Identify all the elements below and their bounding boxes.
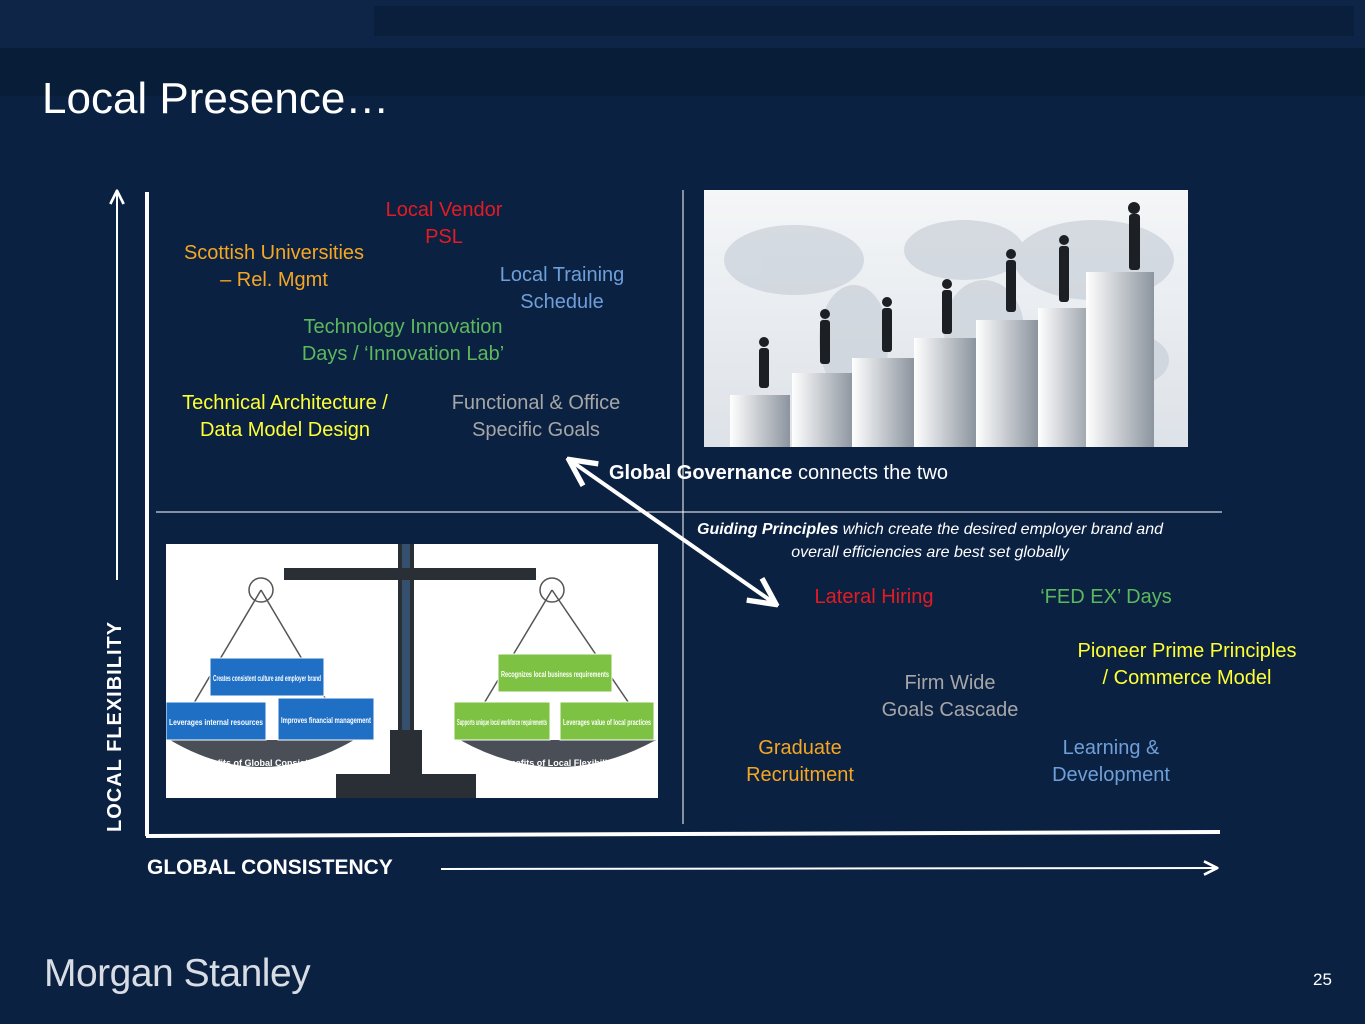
technical-architecture-label: Technical Architecture / Data Model Desi… xyxy=(182,392,388,441)
x-axis-line xyxy=(145,830,1221,838)
scottish-universities-label: Scottish Universities – Rel. Mgmt xyxy=(183,242,365,291)
local-box-3-text: Leverages value of local practices xyxy=(563,718,651,727)
governance-arrow xyxy=(571,461,774,603)
global-box-2-text: Leverages internal resources xyxy=(169,718,263,727)
morgan-stanley-logo: Morgan Stanley xyxy=(44,952,311,995)
header-band xyxy=(0,48,1365,96)
page-number: 25 xyxy=(1313,970,1332,989)
local-training-label: Local Training Schedule xyxy=(499,264,625,313)
slide-title: Local Presence… xyxy=(42,74,390,123)
functional-goals-label: Functional & Office Specific Goals xyxy=(451,392,621,441)
pioneer-prime-label: Pioneer Prime Principles / Commerce Mode… xyxy=(1077,640,1297,689)
technology-innovation-label: Technology Innovation Days / ‘Innovation… xyxy=(301,316,505,365)
staircase-illustration xyxy=(724,202,1174,447)
local-box-2-text: Supports unique local workforce requirem… xyxy=(457,718,547,727)
fedex-days-label: ‘FED EX’ Days xyxy=(1040,586,1172,608)
learning-development-label: Learning & Development xyxy=(1052,737,1170,786)
staircase-photo xyxy=(704,190,1188,447)
global-benefit-boxes: Creates consistent culture and employer … xyxy=(166,657,375,768)
header-bar-inner xyxy=(374,6,1354,36)
global-governance-text: Global Governance connects the two xyxy=(609,462,949,484)
y-axis-title: LOCAL FLEXIBILITY xyxy=(104,620,126,832)
graduate-recruitment-label: Graduate Recruitment xyxy=(746,737,854,786)
x-axis-title: GLOBAL CONSISTENCY xyxy=(147,856,393,879)
balance-scale-image: Creates consistent culture and employer … xyxy=(166,544,658,798)
global-box-1-text: Creates consistent culture and employer … xyxy=(213,674,321,683)
local-box-1-text: Recognizes local business requirements xyxy=(501,670,609,679)
lateral-hiring-label: Lateral Hiring xyxy=(814,586,934,608)
global-caption-text: Benefits of Global Consistency xyxy=(195,758,328,768)
guiding-principles-text: Guiding Principles which create the desi… xyxy=(697,521,1163,561)
local-benefit-boxes: Recognizes local business requirements S… xyxy=(453,653,655,768)
firm-wide-goals-label: Firm Wide Goals Cascade xyxy=(881,672,1019,721)
x-axis-arrow xyxy=(440,868,1216,869)
balance-scale-illustration: Creates consistent culture and employer … xyxy=(166,544,656,798)
local-vendor-label: Local Vendor PSL xyxy=(385,199,503,248)
global-box-3-text: Improves financial management xyxy=(281,716,371,725)
local-caption-text: Benefits of Local Flexibility xyxy=(499,758,616,768)
